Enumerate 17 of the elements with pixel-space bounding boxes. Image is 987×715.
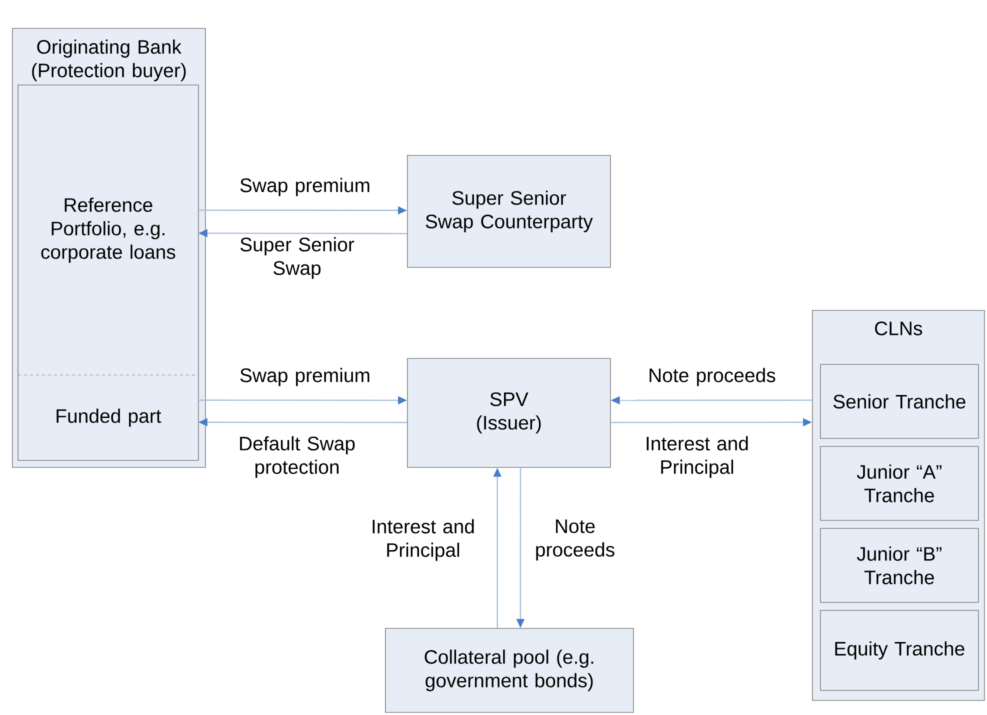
process-box: Collateral pool (e.g. government bonds) (385, 628, 634, 713)
process-box: Super Senior Swap Counterparty (407, 155, 611, 268)
tranche-box: Junior “A” Tranche (820, 446, 979, 521)
edge-label: Note proceeds (536, 520, 614, 560)
tranche-box: Senior Tranche (820, 364, 979, 439)
edge-label: Super Senior Swap (240, 237, 354, 279)
edge-label: Swap premium (240, 178, 370, 196)
edge-label: Swap premium (240, 368, 370, 386)
inner-box: Funded part (18, 374, 199, 461)
edge-label: Default Swap protection (240, 436, 355, 478)
process-box: SPV (Issuer) (407, 358, 611, 468)
inner-box: Reference Portfolio, e.g. corporate loans (18, 84, 199, 376)
edge-label: Interest and Principal (646, 436, 748, 478)
edge-label: Note proceeds (650, 368, 776, 386)
tranche-box: Junior “B” Tranche (820, 528, 979, 603)
tranche-box: Equity Tranche (820, 610, 979, 691)
edge-label: Interest and Principal (372, 519, 474, 561)
